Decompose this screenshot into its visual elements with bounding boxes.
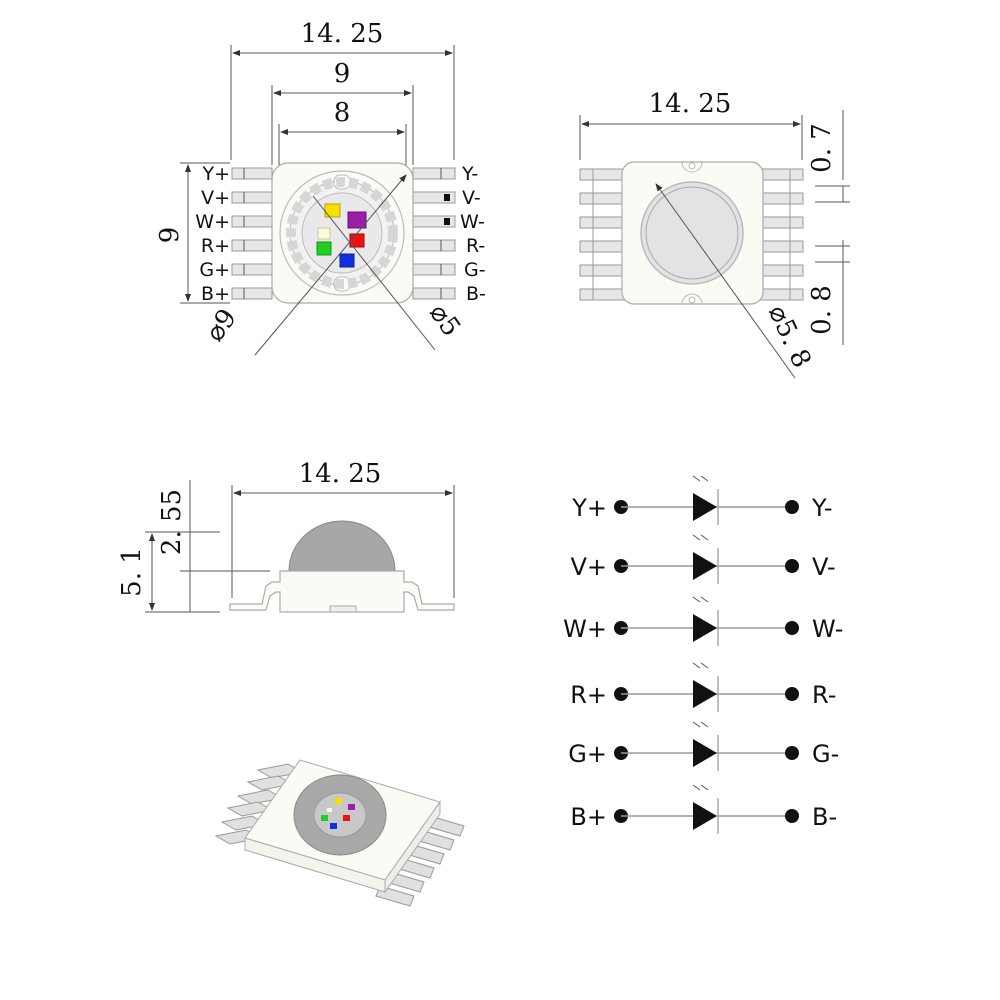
pin-label: V+ (201, 187, 230, 209)
chip-violet (347, 211, 367, 229)
cathode-label: B- (812, 803, 837, 831)
pin-label: R+ (201, 235, 230, 257)
schematic-row-r: R+ R- (570, 662, 836, 712)
schematic-row-y: Y+ Y- (571, 475, 832, 525)
dim-bottom-width: 14. 25 (649, 89, 732, 119)
schematic-row-v: V+ V- (570, 534, 836, 584)
lens-bottom (640, 181, 744, 285)
anode-label: W+ (563, 615, 607, 643)
side-view: 14. 25 5. 1 2. 55 (117, 459, 455, 613)
dim-diameter-inner: ⌀5 (423, 299, 466, 343)
chip-blue (339, 253, 355, 268)
pin-label: W+ (195, 211, 230, 233)
pin-label: W- (460, 211, 485, 233)
pin-label: Y- (461, 163, 478, 185)
pin-label: B+ (201, 283, 230, 305)
anode-label: Y+ (571, 494, 607, 522)
pin-labels-left: Y+ V+ W+ R+ G+ B+ (195, 163, 230, 305)
cathode-label: V- (812, 553, 836, 581)
anode-label: V+ (570, 553, 607, 581)
left-leads (231, 167, 273, 300)
dim-top-width-overall: 14. 25 (301, 19, 384, 49)
dim-side-width: 14. 25 (299, 459, 382, 489)
isometric-view (214, 759, 465, 907)
schematic-row-g: G+ G- (568, 721, 839, 771)
led-diode-icon (693, 802, 717, 830)
cathode-label: G- (812, 740, 839, 768)
led-diode-icon (693, 739, 717, 767)
led-diode-icon (693, 680, 717, 708)
pin-label: Y+ (201, 163, 230, 185)
chip-white (317, 227, 331, 240)
cathode-label: Y- (811, 494, 832, 522)
pin-labels-right: Y- V- W- R- G- B- (460, 163, 486, 305)
pin-label: V- (462, 187, 481, 209)
right-leads (412, 167, 456, 300)
dim-top-height: 9 (155, 227, 185, 244)
schematic-row-w: W+ W- (563, 596, 843, 646)
bottom-view: 14. 25 ⌀5. 8 0. 7 0. 8 (579, 89, 850, 379)
chip-green (316, 241, 332, 256)
top-view: 14. 25 9 8 9 (155, 19, 486, 356)
anode-label: G+ (568, 740, 607, 768)
dim-pitch-bottom: 0. 8 (807, 285, 837, 335)
dim-diameter-outer: ⌀9 (200, 304, 243, 348)
chip-yellow (324, 203, 341, 218)
dim-pitch-top: 0. 7 (807, 123, 837, 173)
pin-label: R- (466, 235, 485, 257)
anode-label: B+ (570, 803, 607, 831)
dim-top-width-inner: 8 (334, 98, 351, 128)
pin-label: G- (464, 259, 486, 281)
led-diode-icon (693, 552, 717, 580)
led-diode-icon (693, 614, 717, 642)
side-body (229, 570, 455, 613)
cathode-label: R- (812, 681, 836, 709)
dim-total-height: 5. 1 (117, 547, 147, 597)
pin-label: B- (466, 283, 486, 305)
anode-label: R+ (570, 681, 607, 709)
cathode-label: W- (812, 615, 843, 643)
pin-label: G+ (199, 259, 230, 281)
schematic: Y+ Y- V+ V- W+ W- (563, 475, 843, 834)
led-diode-icon (693, 493, 717, 521)
schematic-row-b: B+ B- (570, 784, 837, 834)
dim-lens-height: 2. 55 (157, 489, 187, 555)
dim-top-width-body: 9 (334, 59, 351, 89)
lens-dome (288, 520, 396, 572)
